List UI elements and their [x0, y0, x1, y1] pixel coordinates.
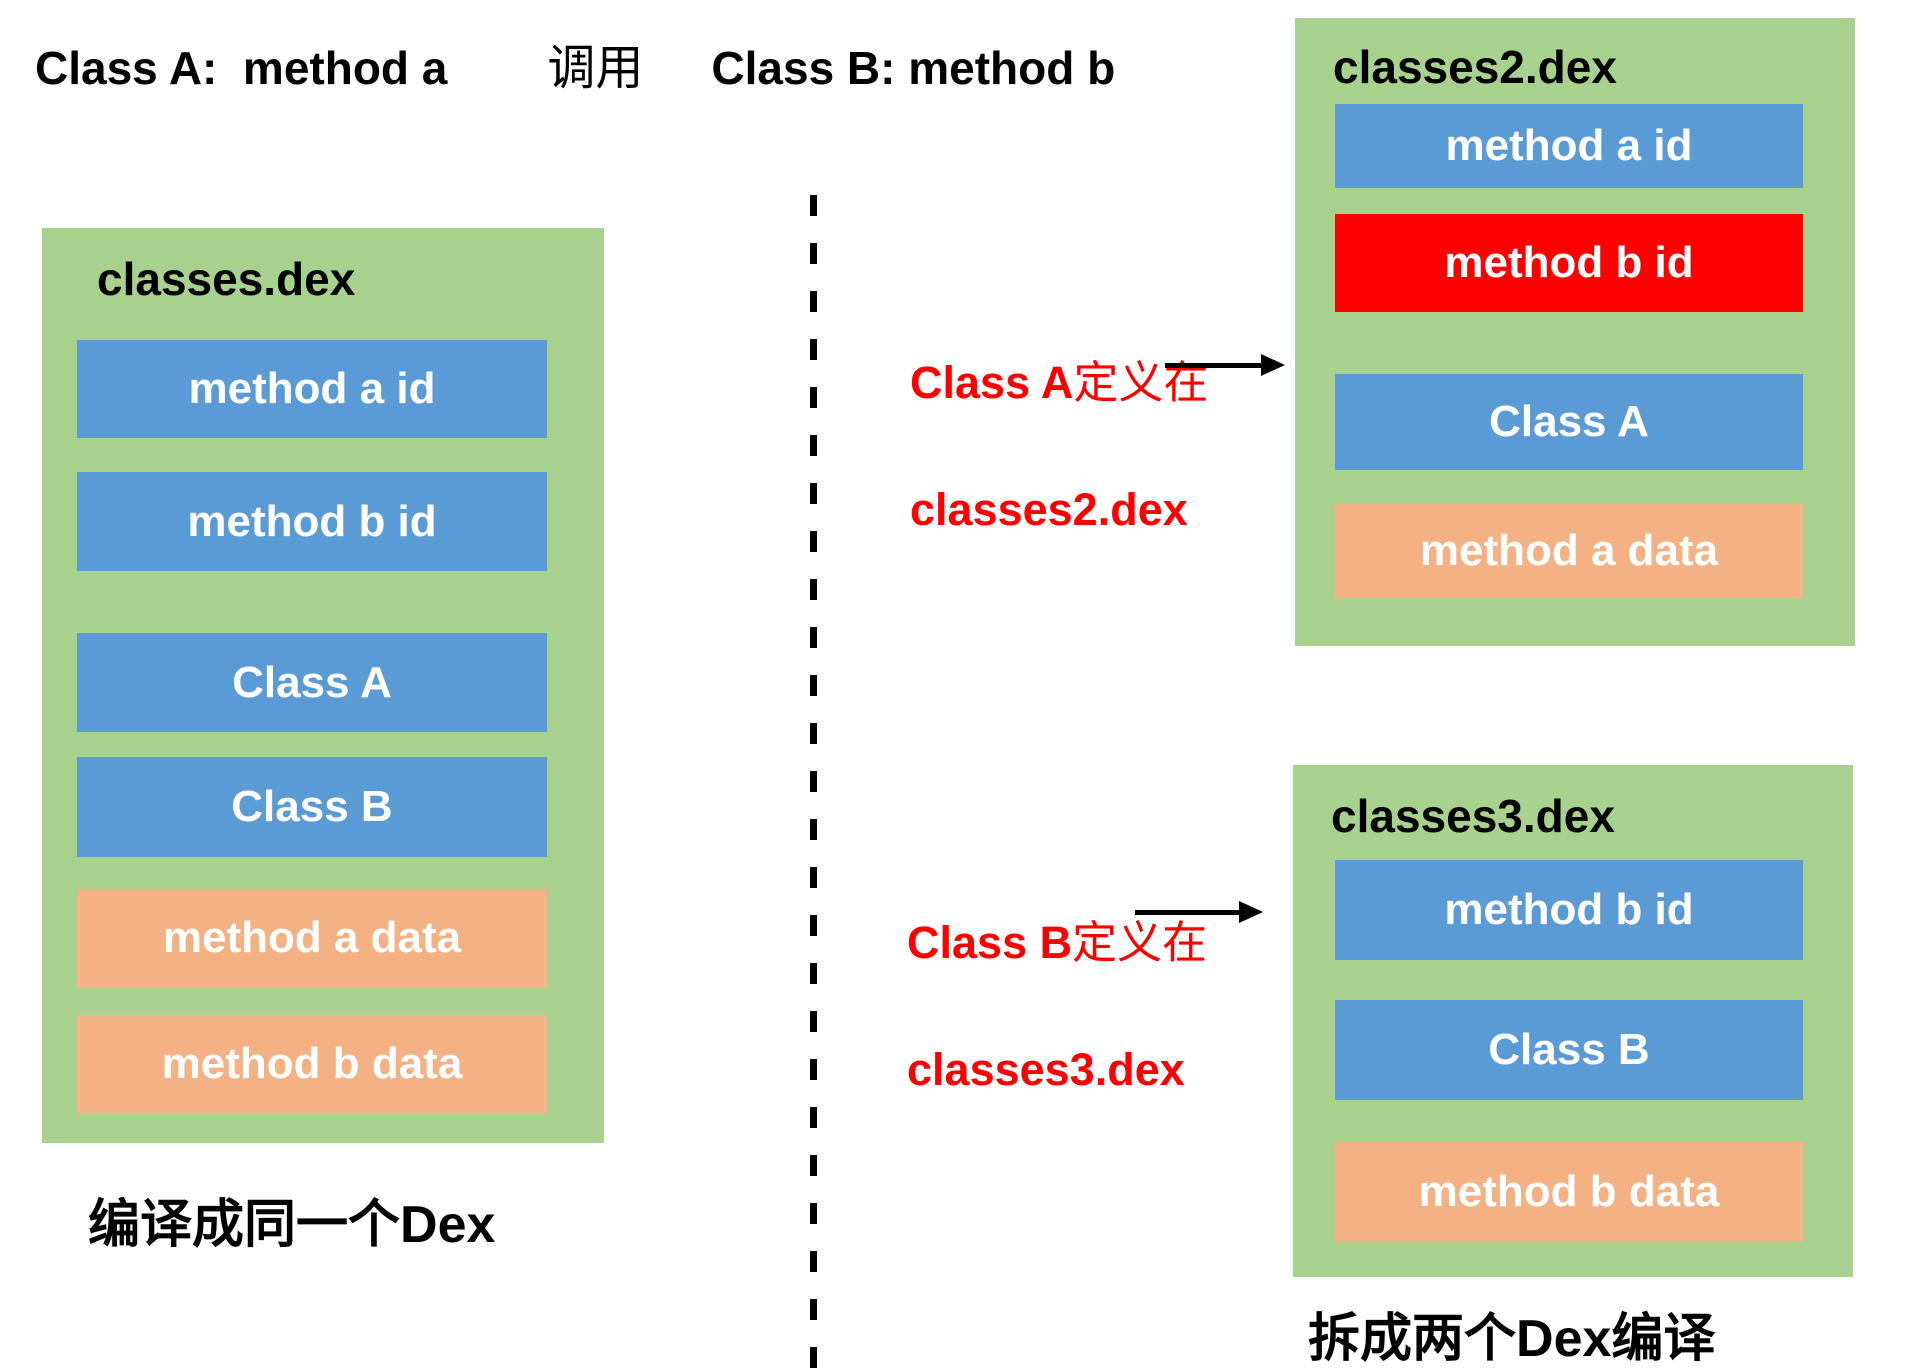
classes3-dex-box: classes3.dex method b id Class B method … — [1293, 765, 1853, 1277]
classes2-dex-box: classes2.dex method a id method b id Cla… — [1295, 18, 1855, 646]
row-method-b-id: method b id — [77, 472, 547, 571]
classes-dex-title: classes.dex — [97, 253, 356, 305]
header-class-a-method-a: Class A: method a — [35, 42, 448, 94]
row-method-b-id: method b id — [1335, 860, 1803, 960]
arrow-head-icon — [1239, 901, 1263, 923]
note-a-target: classes2.dex — [910, 484, 1188, 535]
caption-split-dex-cn2: 编译 — [1611, 1311, 1716, 1368]
classes3-dex-title: classes3.dex — [1331, 790, 1615, 842]
classes-dex-box: classes.dex method a id method b id Clas… — [42, 228, 604, 1143]
caption-split-dex: 拆成两个Dex编译 — [1308, 1296, 1715, 1371]
row-method-a-data: method a data — [1335, 504, 1803, 598]
row-method-b-data: method b data — [77, 1015, 547, 1113]
note-b-target: classes3.dex — [907, 1044, 1185, 1095]
row-method-b-data: method b data — [1335, 1142, 1803, 1242]
caption-split-dex-latin: Dex — [1516, 1310, 1612, 1368]
row-class-a: Class A — [77, 633, 547, 732]
note-b-latin: Class B — [907, 917, 1073, 968]
note-b-cn: 定义在 — [1072, 918, 1208, 968]
row-method-a-id: method a id — [1335, 104, 1803, 188]
header-class-b-method-b: Class B: method b — [711, 42, 1116, 94]
row-method-a-id: method a id — [77, 340, 547, 438]
arrow-shaft — [1165, 362, 1261, 368]
row-method-a-data: method a data — [77, 889, 547, 987]
header-calls-label: 调用 — [547, 42, 644, 95]
dashed-divider — [810, 195, 817, 1371]
row-method-b-id-highlight: method b id — [1335, 214, 1803, 312]
header-title: Class A: method a 调用 Class B: method b — [35, 28, 1115, 98]
caption-split-dex-cn1: 拆成两个 — [1308, 1311, 1517, 1368]
note-class-a-location: Class A定义在 classes2.dex — [860, 288, 1208, 604]
row-class-a: Class A — [1335, 374, 1803, 470]
arrow-head-icon — [1261, 354, 1285, 376]
classes2-dex-title: classes2.dex — [1333, 41, 1617, 93]
caption-same-dex: 编译成同一个Dex — [88, 1182, 495, 1257]
row-class-b: Class B — [1335, 1000, 1803, 1100]
arrow-to-classes2 — [1165, 352, 1285, 378]
row-class-b: Class B — [77, 757, 547, 857]
caption-same-dex-latin: Dex — [400, 1196, 496, 1254]
note-a-latin: Class A — [910, 357, 1074, 408]
arrow-to-classes3 — [1135, 899, 1263, 925]
arrow-shaft — [1135, 909, 1239, 915]
caption-same-dex-cn: 编译成同一个 — [88, 1197, 401, 1254]
note-class-b-location: Class B定义在 classes3.dex — [857, 848, 1207, 1164]
